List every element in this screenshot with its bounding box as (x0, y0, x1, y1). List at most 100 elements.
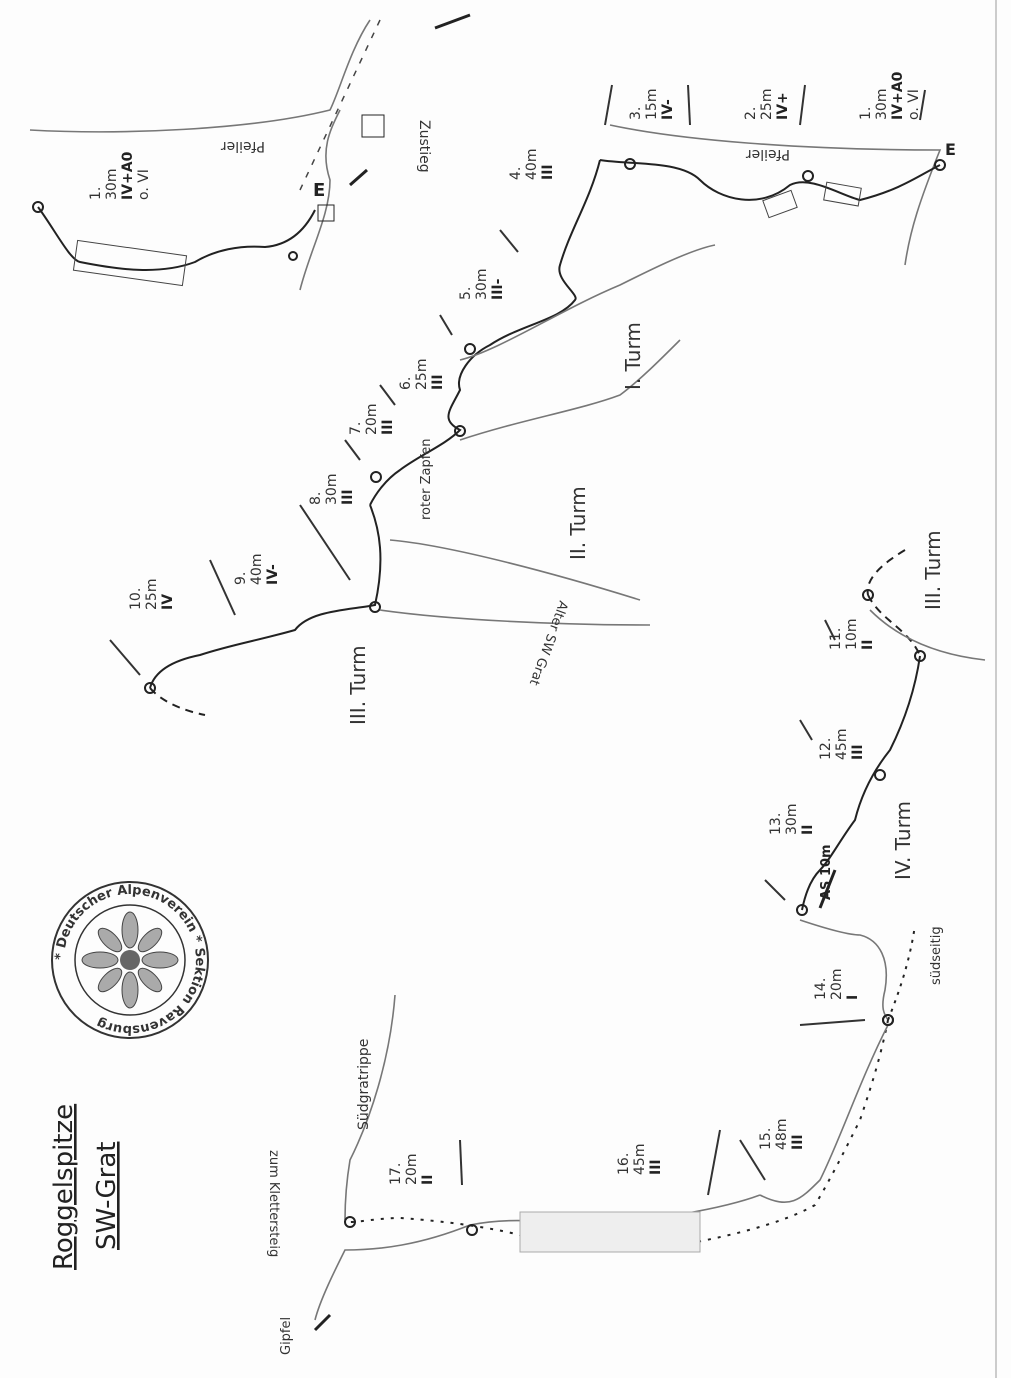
pitch-divider (300, 505, 350, 580)
pitch-label-10: 10. 25m IV (128, 579, 176, 610)
route-line (600, 160, 940, 200)
label-pfeiler-right: Pfeiler (746, 146, 790, 162)
pitch-length: 20m (364, 404, 380, 435)
pitch-grade: IV- (660, 99, 676, 120)
belay-station (465, 344, 475, 354)
pitch-number: 12. (818, 738, 834, 760)
label-gipfel: Gipfel (279, 1317, 294, 1355)
pitch-number: 16. (616, 1153, 632, 1175)
pitch-grade: III (430, 374, 446, 390)
pitch-label-12: 12. 45m III (818, 729, 866, 760)
edelweiss-icon (82, 912, 178, 1008)
pitch-divider (765, 880, 785, 900)
pitch-divider (800, 1020, 865, 1025)
pitch-divider (345, 440, 360, 460)
pitch-number: 3. (628, 107, 644, 120)
slab-box (763, 190, 797, 217)
pitch-number: 7. (348, 422, 364, 435)
label-turm-3b: III. Turm (921, 530, 945, 610)
pitch-divider (800, 85, 805, 125)
pitch-number: 6. (398, 377, 414, 390)
pitch-label-13: 13. 30m II (768, 804, 816, 835)
pitch-label-5: 5. 30m III- (458, 269, 506, 300)
pitch-number: 13. (768, 813, 784, 835)
belay-station (803, 171, 813, 181)
pitch-number: 9. (233, 572, 249, 585)
pitch-length: 30m (324, 474, 340, 505)
pitch-label-1a: 1. 30m IV+A0 o. VI (88, 151, 152, 200)
route-line-dashed (150, 688, 205, 715)
belay-station (625, 159, 635, 169)
pitch-label-1b: 1. 30m IV+A0 o. VI (858, 71, 922, 120)
route-line-dotted (888, 925, 915, 1020)
label-pfeiler-top: Pfeiler (221, 138, 265, 154)
label-turm-1: I. Turm (621, 322, 645, 390)
pitch-label-16: 16. 45m III (616, 1144, 664, 1175)
pitch-length: 20m (829, 969, 845, 1000)
pitch-alt-grade: o. VI (906, 89, 922, 120)
section-pitches-15-17 (315, 995, 893, 1330)
pitch-grade: III- (490, 278, 506, 300)
pitch-number: 1. (858, 107, 874, 120)
pitch-label-7: 7. 20m III (348, 404, 396, 435)
pitch-grade: IV+ (775, 92, 791, 120)
pitch-alt-grade: o. VI (136, 169, 152, 200)
pitch-grade: IV- (265, 564, 281, 585)
pitch-length: 48m (774, 1119, 790, 1150)
pitch-number: 14. (813, 978, 829, 1000)
pitch-label-2: 2. 25m IV+ (743, 89, 791, 120)
route-line-dashed (868, 550, 905, 595)
pitch-grade: III (540, 164, 556, 180)
pitch-grade: III (380, 419, 396, 435)
pitch-grade: IV+A0 (890, 71, 906, 120)
pitch-length: 30m (104, 169, 120, 200)
pitch-grade: II (860, 640, 876, 650)
route-line (370, 160, 600, 505)
pitch-divider (440, 315, 452, 335)
label-alter-sw-grat: Alter SW Grat (526, 599, 570, 688)
pitch-number: 15. (758, 1128, 774, 1150)
pitch-divider (605, 85, 612, 125)
pitch-label-4: 4. 40m III (508, 149, 556, 180)
label-zum-klettersteig: zum Klettersteig (266, 1150, 281, 1257)
pitch-divider (210, 560, 235, 615)
pitch-length: 30m (474, 269, 490, 300)
label-abseil: AS 10m (819, 844, 834, 900)
pitch-label-9: 9. 40m IV- (233, 554, 281, 585)
pitch-grade: IV+A0 (120, 151, 136, 200)
belay-station (371, 472, 381, 482)
pitch-label-15: 15. 48m III (758, 1119, 806, 1150)
pitch-length: 10m (844, 619, 860, 650)
pitch-number: 1. (88, 187, 104, 200)
pitch-grade: II (420, 1175, 436, 1185)
belay-station (289, 252, 297, 260)
section-pitches-11-14 (765, 550, 985, 1025)
pitch-divider (460, 1140, 462, 1185)
rock-outline (30, 20, 370, 132)
route-line (38, 207, 315, 270)
tower-outline (380, 610, 650, 625)
pitch-divider (800, 720, 812, 740)
pitch-label-6: 6. 25m III (398, 359, 446, 390)
tower-outline (390, 540, 640, 600)
page-subtitle: SW-Grat (92, 1142, 122, 1250)
pitch-number: 17. (388, 1163, 404, 1185)
pitch-divider (500, 230, 518, 252)
pitch-number: 2. (743, 107, 759, 120)
pitch-grade: IV (160, 594, 176, 610)
page-title: Roggelspitze (49, 1104, 79, 1270)
label-roter-zapfen: roter Zapfen (419, 438, 434, 520)
belay-end-marker: E (945, 140, 956, 159)
pitch-number: 5. (458, 287, 474, 300)
pitch-divider (380, 385, 395, 405)
label-turm-3a: III. Turm (346, 645, 370, 725)
label-turm-4: IV. Turm (891, 801, 915, 880)
arrow-icon (435, 15, 470, 28)
pitch-length: 30m (874, 89, 890, 120)
ridge-outline (760, 1025, 888, 1202)
pitch-length: 40m (524, 149, 540, 180)
pitch-length: 25m (759, 89, 775, 120)
section-pitches-4-10 (110, 160, 715, 715)
stance-box (362, 115, 384, 137)
